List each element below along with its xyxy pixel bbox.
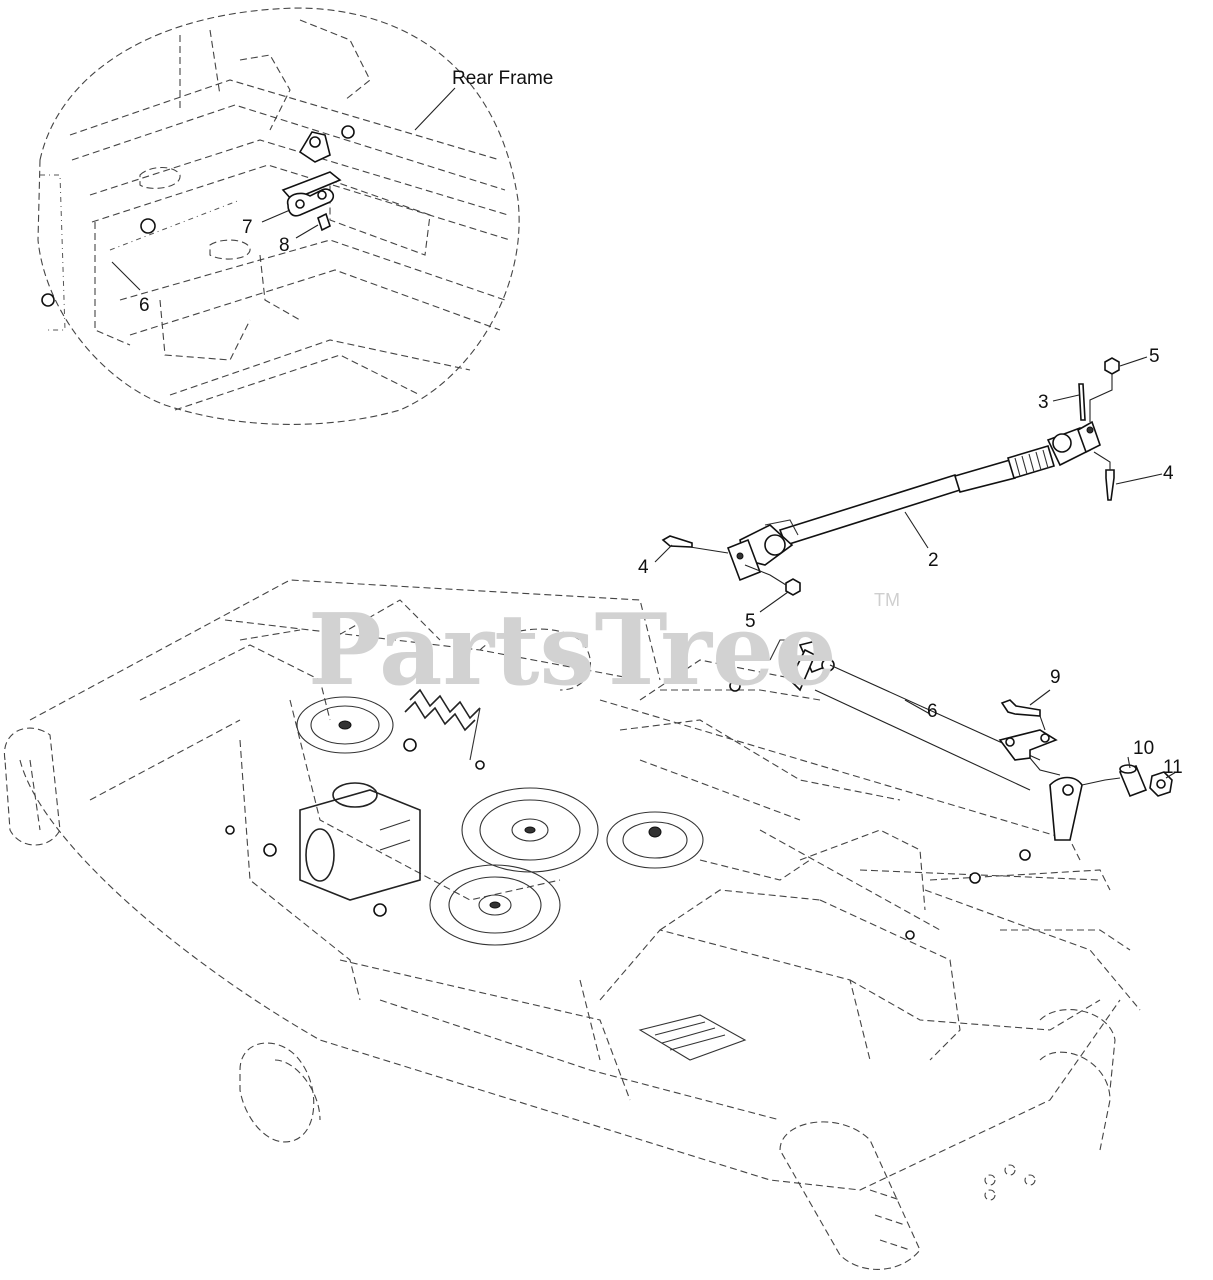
- callout-5-front: 5: [745, 611, 756, 632]
- linkage-assembly: [769, 639, 1177, 841]
- callout-11: 11: [1163, 757, 1183, 778]
- mower-deck: [3, 579, 1141, 1270]
- callout-6-linkage: 6: [927, 701, 938, 722]
- watermark: PartsTree: [308, 593, 837, 708]
- watermark-tm: TM: [874, 590, 900, 610]
- pulley-center: [461, 787, 599, 873]
- callout-9: 9: [1050, 667, 1061, 688]
- pulley-left: [296, 696, 394, 754]
- gearbox: [299, 782, 421, 901]
- rear-frame-inset: [37, 7, 520, 425]
- callout-4-front: 4: [638, 557, 649, 578]
- callout-4-rear: 4: [1163, 463, 1174, 484]
- callout-7: 7: [242, 217, 253, 238]
- callout-3: 3: [1038, 392, 1049, 413]
- callout-5-rear: 5: [1149, 346, 1160, 367]
- spacer-part: [1118, 764, 1148, 798]
- callout-6-inset: 6: [139, 295, 150, 316]
- callout-10: 10: [1133, 738, 1154, 759]
- spring: [404, 688, 481, 761]
- pulley-idler: [606, 811, 704, 869]
- inset-title: Rear Frame: [452, 68, 553, 89]
- pulley-lower: [429, 864, 561, 946]
- callout-8: 8: [279, 235, 290, 256]
- callout-2: 2: [928, 550, 939, 571]
- drive-shaft-assembly: [654, 356, 1163, 613]
